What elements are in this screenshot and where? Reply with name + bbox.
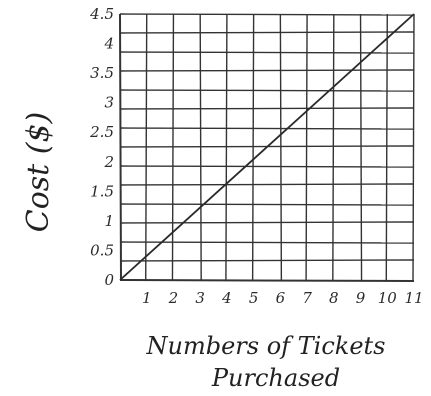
grid-hline	[119, 203, 415, 206]
x-tick-label: 2	[168, 289, 179, 307]
x-tick-label: 4	[221, 289, 232, 307]
grid-hline	[119, 165, 415, 168]
y-tick-label: 0.5	[90, 241, 114, 259]
x-tick-label: 7	[302, 289, 312, 307]
y-tick-label: 4.5	[89, 5, 114, 23]
x-tick-label: 9	[356, 289, 366, 307]
grid-hline	[119, 13, 415, 16]
x-tick-label: 6	[276, 289, 286, 307]
y-tick-label: 4	[103, 35, 114, 53]
grid-hline	[119, 221, 415, 224]
grid-vline	[412, 13, 415, 281]
x-tick-label: 10	[378, 289, 398, 307]
grid-vline	[385, 13, 388, 281]
grid-hline	[119, 259, 415, 262]
grid-hline	[119, 279, 415, 282]
y-tick-label: 3.5	[90, 64, 114, 82]
y-tick-labels: 0 0.5 1 1.5 2 2.5 3 3.5 4 4.5	[89, 5, 114, 289]
y-tick-label: 3	[104, 94, 114, 112]
y-tick-label: 2.5	[89, 123, 114, 141]
grid-vline	[359, 13, 363, 281]
x-axis-title-line2: Purchased	[211, 364, 340, 392]
grid-hline	[119, 89, 415, 92]
x-tick-label: 3	[195, 289, 205, 307]
series-layer	[119, 13, 415, 281]
grid-hline	[119, 107, 415, 110]
y-tick-label: 0	[104, 271, 114, 289]
grid	[119, 13, 415, 282]
grid-vline	[332, 13, 335, 281]
y-axis-title: Cost ($)	[21, 112, 56, 233]
y-tick-label: 1.5	[90, 182, 114, 200]
y-tick-label: 1	[104, 212, 114, 230]
x-tick-label: 8	[329, 289, 339, 307]
grid-hline	[119, 31, 415, 34]
grid-hline	[119, 183, 415, 186]
series-line	[119, 13, 415, 281]
grid-hline	[119, 241, 415, 244]
x-tick-label: 5	[249, 289, 259, 307]
grid-hline	[119, 127, 415, 130]
grid-hline	[119, 69, 415, 72]
grid-hline	[119, 51, 415, 54]
x-tick-label: 1	[142, 289, 152, 307]
x-axis-title-line1: Numbers of Tickets	[146, 332, 386, 360]
x-tick-label: 11	[404, 289, 423, 307]
y-tick-label: 2	[103, 153, 114, 171]
